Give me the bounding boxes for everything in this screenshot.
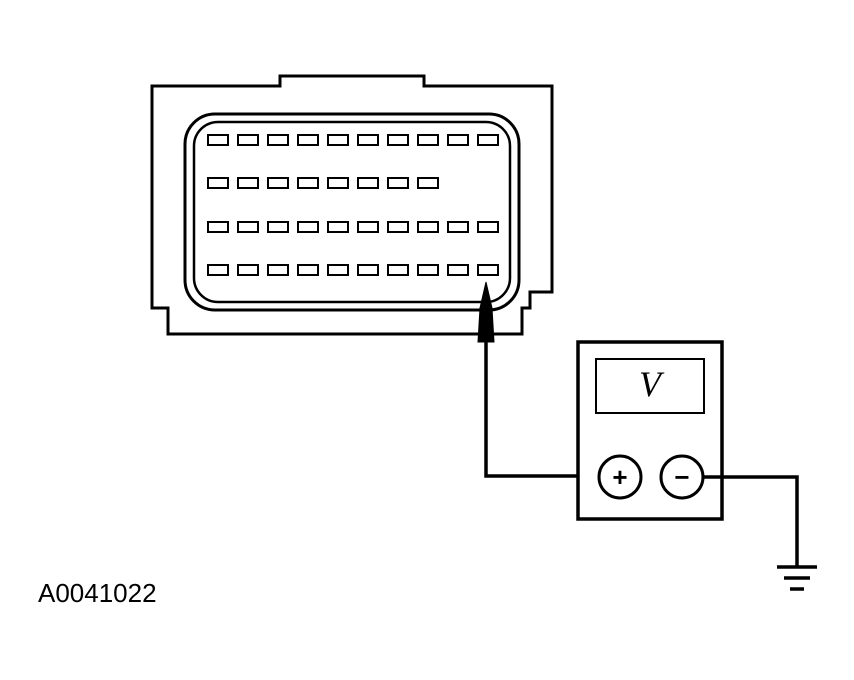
connector-pin bbox=[417, 264, 439, 276]
connector-pin bbox=[267, 221, 289, 233]
connector-pin bbox=[447, 264, 469, 276]
connector-pin bbox=[417, 134, 439, 146]
connector-pin bbox=[417, 221, 439, 233]
connector-pin bbox=[207, 221, 229, 233]
connector-pin bbox=[207, 177, 229, 189]
voltmeter: V + − bbox=[576, 340, 724, 521]
positive-terminal bbox=[597, 454, 643, 500]
connector-pin bbox=[417, 177, 439, 189]
connector-pin bbox=[237, 264, 259, 276]
connector-pin bbox=[357, 264, 379, 276]
connector-pin bbox=[207, 264, 229, 276]
connector-pin bbox=[327, 221, 349, 233]
connector-pin bbox=[327, 134, 349, 146]
connector-pin bbox=[357, 134, 379, 146]
negative-lead-wire bbox=[703, 475, 799, 567]
ground-symbol bbox=[777, 565, 817, 591]
connector-pin bbox=[267, 134, 289, 146]
connector-pin bbox=[297, 134, 319, 146]
connector-pin bbox=[387, 177, 409, 189]
connector-pin bbox=[297, 264, 319, 276]
connector-pin bbox=[477, 221, 499, 233]
connector-inner-seal bbox=[192, 120, 512, 304]
voltmeter-display bbox=[595, 358, 705, 414]
test-lead-negative bbox=[703, 475, 799, 567]
connector-pin bbox=[237, 134, 259, 146]
connector-pin bbox=[387, 264, 409, 276]
connector-pin bbox=[207, 134, 229, 146]
connector-pin bbox=[387, 134, 409, 146]
connector-pins bbox=[207, 134, 499, 276]
connector-pin bbox=[267, 177, 289, 189]
connector-pin bbox=[267, 264, 289, 276]
connector-pin bbox=[477, 134, 499, 146]
positive-lead-wire bbox=[484, 336, 600, 478]
positive-terminal-symbol: + bbox=[612, 462, 627, 492]
connector-pin bbox=[357, 221, 379, 233]
connector-pin bbox=[357, 177, 379, 189]
connector-outer-seal bbox=[183, 112, 521, 312]
connector-pin bbox=[387, 221, 409, 233]
test-lead-positive bbox=[477, 281, 600, 478]
connector-pin bbox=[447, 134, 469, 146]
connector-pin bbox=[327, 264, 349, 276]
connector-pin bbox=[297, 221, 319, 233]
connector-pin bbox=[297, 177, 319, 189]
connector-pin bbox=[447, 221, 469, 233]
connector-pin bbox=[477, 264, 499, 276]
connector-pin bbox=[327, 177, 349, 189]
probe-tip bbox=[477, 281, 495, 343]
negative-terminal-symbol: − bbox=[674, 462, 689, 492]
connector bbox=[150, 74, 554, 336]
figure-id: A0041022 bbox=[38, 578, 157, 608]
connector-pin bbox=[237, 221, 259, 233]
voltmeter-display-symbol: V bbox=[639, 364, 665, 404]
connector-pin bbox=[237, 177, 259, 189]
